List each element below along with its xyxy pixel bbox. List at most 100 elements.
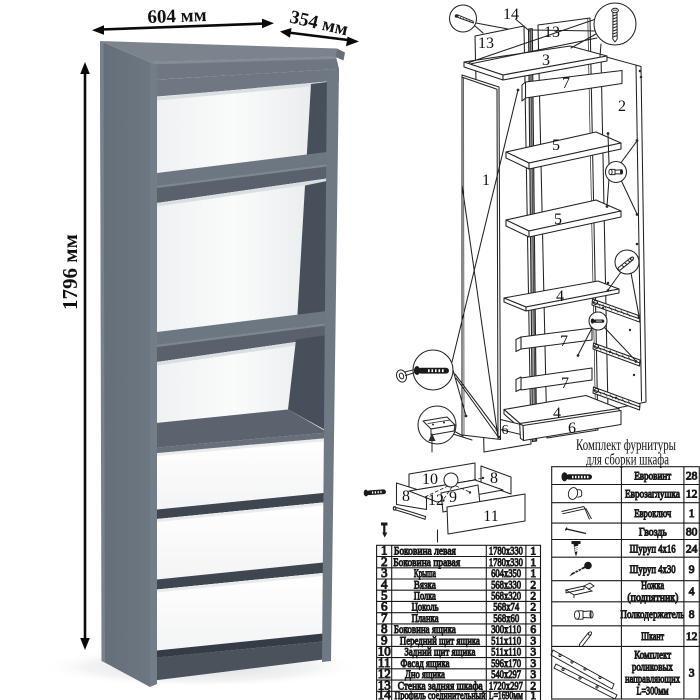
svg-text:8: 8 [490, 470, 498, 487]
svg-text:8: 8 [689, 609, 695, 621]
svg-text:568x330: 568x330 [491, 579, 521, 591]
svg-text:28: 28 [686, 471, 698, 483]
svg-text:8: 8 [402, 488, 410, 505]
svg-text:1796 мм: 1796 мм [58, 234, 82, 310]
svg-text:Боковина правая: Боковина правая [393, 557, 461, 569]
svg-text:роликовых: роликовых [632, 662, 673, 674]
svg-text:1: 1 [381, 543, 388, 558]
svg-text:3: 3 [530, 647, 536, 659]
svg-text:2: 2 [530, 591, 536, 603]
svg-text:568x320: 568x320 [491, 591, 521, 603]
svg-text:6: 6 [530, 624, 536, 636]
svg-text:2: 2 [530, 602, 536, 614]
svg-text:11: 11 [378, 655, 391, 670]
svg-text:Фасад ящика: Фасад ящика [401, 658, 450, 670]
svg-text:540x297: 540x297 [491, 669, 521, 681]
svg-text:Комплект: Комплект [634, 650, 671, 662]
svg-text:4: 4 [556, 288, 564, 305]
svg-text:13: 13 [544, 24, 560, 41]
svg-text:5: 5 [381, 588, 388, 603]
svg-text:3: 3 [530, 613, 536, 625]
svg-text:Комплект фурнитуры: Комплект фурнитуры [576, 437, 676, 454]
svg-text:Шкант: Шкант [641, 631, 664, 643]
svg-text:2: 2 [530, 579, 536, 591]
svg-text:Вязка: Вязка [414, 579, 436, 591]
svg-text:направляющих: направляющих [625, 674, 680, 686]
svg-text:10: 10 [378, 644, 391, 659]
svg-text:300x110: 300x110 [491, 624, 521, 636]
svg-text:3: 3 [530, 635, 536, 647]
svg-text:Ножка: Ножка [641, 580, 664, 592]
svg-text:Шуруп 4x30: Шуруп 4x30 [630, 564, 676, 576]
svg-text:Еврозаглушка: Еврозаглушка [625, 489, 680, 501]
svg-text:Боковина ящика: Боковина ящика [394, 624, 456, 636]
svg-text:6: 6 [502, 423, 509, 438]
svg-text:6: 6 [568, 420, 576, 437]
svg-text:1720x297: 1720x297 [489, 680, 523, 692]
svg-text:511x110: 511x110 [491, 635, 521, 647]
svg-text:1: 1 [689, 508, 695, 520]
svg-text:1: 1 [530, 557, 536, 569]
svg-text:Гвоздь: Гвоздь [639, 526, 667, 538]
svg-text:1: 1 [530, 546, 536, 558]
svg-text:1780x330: 1780x330 [489, 557, 523, 569]
svg-text:Профиль соединительный: Профиль соединительный [395, 690, 486, 700]
svg-text:604 мм: 604 мм [147, 5, 207, 28]
svg-text:11: 11 [483, 508, 498, 525]
svg-text:10: 10 [422, 471, 438, 488]
svg-text:7: 7 [561, 375, 569, 392]
svg-text:Цоколь: Цоколь [412, 602, 439, 614]
svg-text:568x74: 568x74 [493, 602, 519, 614]
svg-text:2: 2 [381, 554, 388, 569]
svg-text:14: 14 [378, 687, 392, 700]
svg-text:12: 12 [686, 489, 698, 501]
svg-text:4: 4 [381, 576, 388, 591]
svg-text:Дно ящика: Дно ящика [405, 669, 445, 681]
svg-text:604x350: 604x350 [491, 568, 521, 580]
svg-text:1: 1 [530, 690, 536, 700]
svg-text:L=300мм: L=300мм [637, 686, 670, 698]
svg-text:3: 3 [689, 668, 695, 680]
svg-text:80: 80 [686, 526, 698, 538]
svg-text:Крыша: Крыша [414, 568, 436, 580]
svg-text:12: 12 [428, 492, 444, 509]
svg-text:Боковина левая: Боковина левая [394, 546, 457, 558]
svg-text:Планка: Планка [412, 613, 439, 625]
svg-text:Полка: Полка [414, 591, 436, 603]
svg-text:5: 5 [554, 211, 562, 228]
svg-text:9: 9 [689, 564, 695, 576]
svg-text:568x60: 568x60 [493, 613, 519, 625]
svg-text:1: 1 [530, 568, 536, 580]
svg-text:13: 13 [378, 677, 391, 692]
svg-text:12: 12 [378, 666, 391, 681]
svg-text:14: 14 [503, 6, 519, 23]
svg-text:4: 4 [689, 586, 695, 598]
svg-text:1780x330: 1780x330 [489, 546, 523, 558]
svg-text:13: 13 [478, 35, 494, 52]
svg-text:9: 9 [381, 632, 388, 647]
svg-text:24: 24 [686, 543, 698, 555]
svg-text:596x170: 596x170 [491, 658, 521, 670]
svg-text:3: 3 [381, 565, 388, 580]
svg-text:Стенка задняя шкафа: Стенка задняя шкафа [398, 680, 483, 692]
svg-text:Передний щит ящика: Передний щит ящика [400, 635, 480, 647]
svg-text:3: 3 [530, 669, 536, 681]
svg-text:7: 7 [562, 75, 570, 92]
svg-text:Евровинт: Евровинт [634, 471, 671, 483]
svg-text:7: 7 [560, 333, 568, 350]
svg-text:9: 9 [449, 489, 457, 506]
svg-text:3: 3 [530, 658, 536, 670]
svg-text:2: 2 [530, 680, 536, 692]
svg-text:(подпятник): (подпятник) [627, 592, 678, 604]
svg-text:L=1690мм: L=1690мм [489, 690, 523, 700]
svg-text:511x110: 511x110 [491, 647, 521, 659]
svg-text:Шуруп 4x16: Шуруп 4x16 [630, 543, 676, 555]
svg-text:4: 4 [553, 405, 561, 422]
svg-text:Задний щит ящика: Задний щит ящика [404, 647, 475, 659]
svg-text:Полкодержатель: Полкодержатель [620, 609, 684, 621]
svg-text:7: 7 [381, 610, 388, 625]
svg-text:Евроключ: Евроключ [634, 508, 671, 520]
svg-text:3: 3 [542, 52, 550, 69]
svg-text:12: 12 [686, 631, 698, 643]
svg-text:1: 1 [482, 172, 490, 189]
